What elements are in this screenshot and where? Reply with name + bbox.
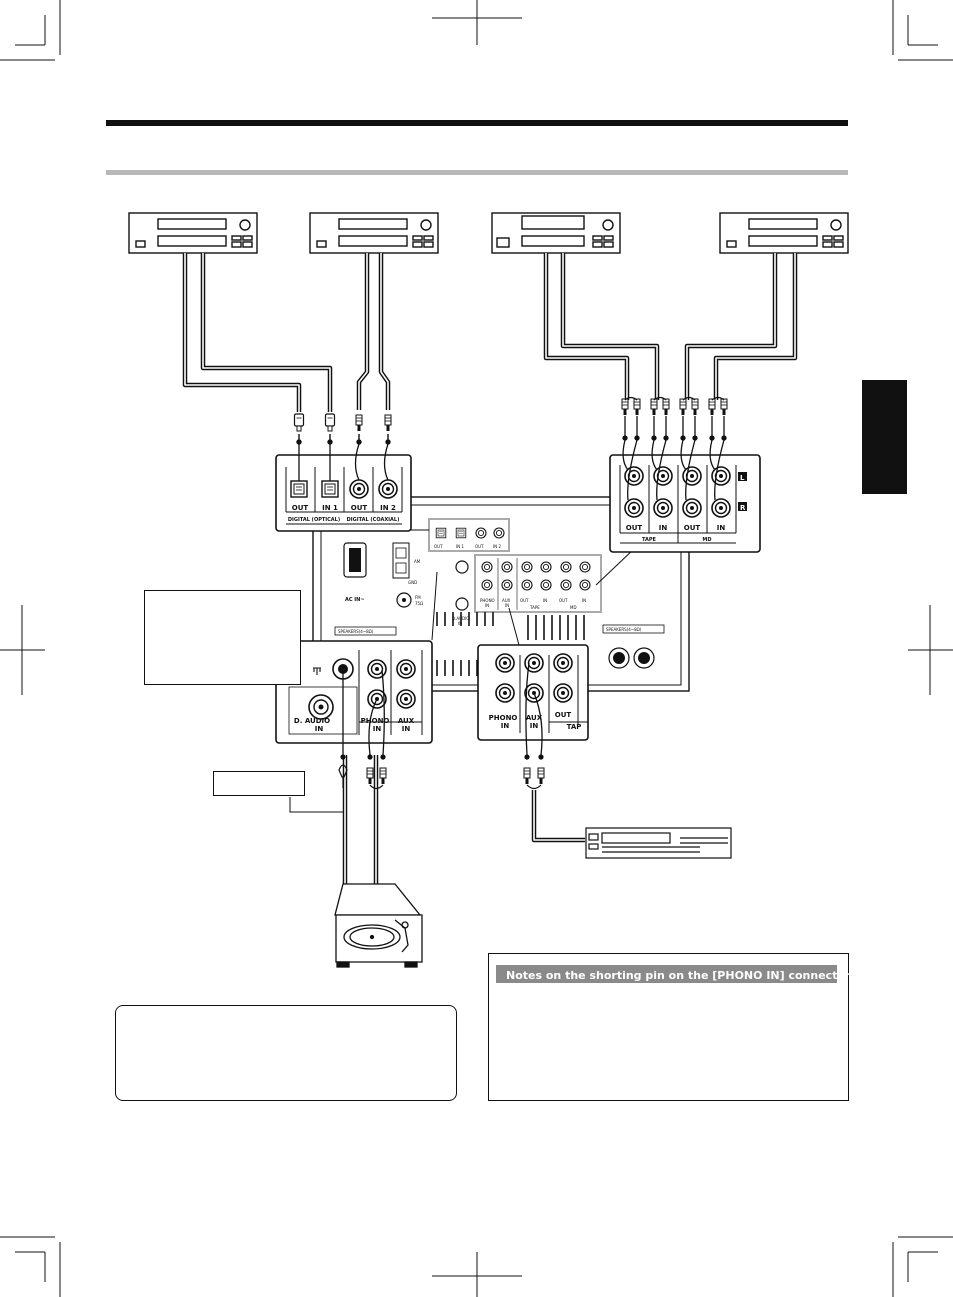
svg-text:IN 2: IN 2: [493, 544, 501, 549]
svg-text:OUT: OUT: [559, 598, 568, 603]
analog-jack-label-2: OUT: [684, 524, 701, 532]
cassette-device: [585, 827, 732, 859]
front-jack-aux: AUX: [398, 717, 415, 725]
aux-zoom-out: OUT: [555, 711, 572, 719]
analog-group-tape: TAPE: [642, 537, 657, 543]
digital-group-coaxial: DIGITAL (COAXIAL): [347, 517, 400, 523]
svg-text:FM: FM: [415, 595, 421, 600]
svg-text:PHONO: PHONO: [480, 598, 495, 603]
analog-jack-label-0: OUT: [626, 524, 643, 532]
svg-text:MD: MD: [570, 605, 577, 610]
header-rule: [106, 120, 848, 126]
ac-in-label: AC IN~: [345, 597, 365, 603]
svg-text:TAPE: TAPE: [529, 605, 540, 610]
channel-r: R: [740, 504, 746, 512]
notes-title: Notes on the shorting pin on the [PHONO …: [506, 969, 857, 982]
coax-plug-in2: [384, 414, 392, 432]
channel-l: L: [740, 474, 745, 482]
ground-callout-box: [213, 771, 305, 796]
aux-zoom-phono: PHONO: [489, 714, 518, 722]
turntable: [334, 883, 423, 968]
svg-text:IN 1: IN 1: [456, 544, 464, 549]
phono-callout-box: [144, 590, 301, 685]
coax-plug-out: [355, 414, 363, 432]
md-recorder-1: [128, 212, 258, 254]
aux-zoom-aux: AUX: [526, 714, 543, 722]
front-jack-phono: PHONO: [361, 717, 390, 725]
svg-text:IN: IN: [485, 603, 489, 608]
aux-jack-panel: PHONO IN AUX IN OUT TAP: [477, 644, 589, 756]
md-recorder-2: [309, 212, 439, 254]
front-jack-d-audio: D. AUDIO: [294, 717, 330, 725]
gnd-label: GND: [408, 580, 417, 585]
svg-text:AUX: AUX: [502, 598, 511, 603]
tape-deck: [491, 212, 621, 254]
svg-text:IN: IN: [582, 598, 586, 603]
svg-text:IN: IN: [458, 621, 462, 626]
analog-plugs: [621, 398, 728, 416]
digital-jack-label-2: OUT: [351, 504, 368, 512]
am-label: AM: [414, 559, 421, 564]
digital-group-optical: DIGITAL (OPTICAL): [288, 517, 340, 523]
digital-jack-label-1: IN 1: [322, 504, 338, 512]
chapter-tab: [862, 380, 907, 494]
analog-jack-label-1: IN: [659, 524, 668, 532]
digital-jack-label-3: IN 2: [380, 504, 396, 512]
md-recorder-3: [719, 212, 849, 254]
svg-text:IN: IN: [501, 722, 510, 730]
digital-jack-panel: OUT IN 1 OUT IN 2 DIGITAL (OPTICAL) DIGI…: [275, 443, 412, 532]
subheader-rule: [106, 170, 848, 175]
analog-jack-label-3: IN: [717, 524, 726, 532]
svg-text:OUT: OUT: [475, 544, 484, 549]
digital-jack-label-0: OUT: [292, 504, 309, 512]
analog-jack-panel: L R OUT IN OUT IN TAPE MD: [609, 439, 761, 553]
lower-plugs: [289, 754, 545, 813]
optical-plug-out: [293, 413, 305, 432]
svg-text:OUT: OUT: [520, 598, 529, 603]
svg-text:IN: IN: [505, 603, 509, 608]
svg-text:OUT: OUT: [434, 544, 443, 549]
svg-text:IN: IN: [402, 725, 411, 733]
aux-zoom-tap: TAP: [567, 723, 582, 731]
speakers-right-label: SPEAKERS(4~8Ω): [606, 627, 642, 632]
notes-title-bar: [496, 965, 837, 983]
speakers-left-label: SPEAKERS(4~8Ω): [338, 629, 374, 634]
phono-jack-panel: D. AUDIO IN PHONO IN AUX IN: [275, 640, 433, 756]
optical-plug-in1: [324, 413, 336, 432]
svg-text:IN: IN: [373, 725, 382, 733]
analog-group-md: MD: [702, 537, 711, 543]
svg-text:IN: IN: [530, 722, 539, 730]
svg-text:75Ω: 75Ω: [415, 601, 423, 606]
svg-text:IN: IN: [543, 598, 547, 603]
svg-text:IN: IN: [315, 725, 324, 733]
bottom-left-note-box: [115, 1005, 457, 1101]
